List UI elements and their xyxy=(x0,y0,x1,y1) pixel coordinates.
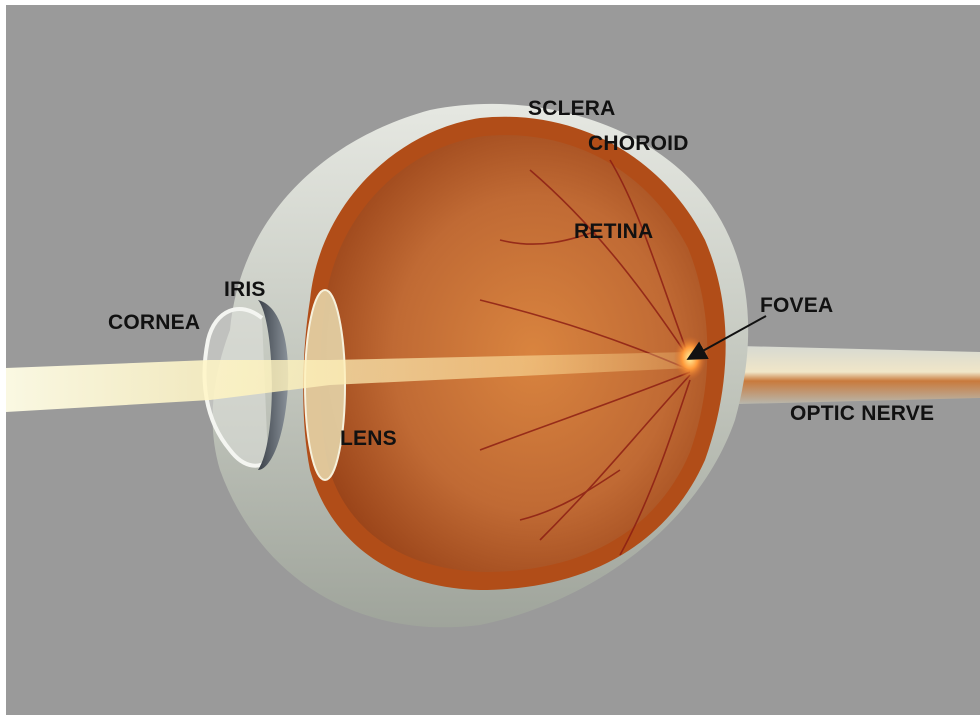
label-lens: LENS xyxy=(340,428,397,449)
label-optic-nerve: OPTIC NERVE xyxy=(790,403,934,424)
label-choroid: CHOROID xyxy=(588,133,689,154)
label-fovea: FOVEA xyxy=(760,295,833,316)
label-iris: IRIS xyxy=(224,279,266,300)
label-cornea: CORNEA xyxy=(108,312,200,333)
label-retina: RETINA xyxy=(574,221,653,242)
label-sclera: SCLERA xyxy=(528,98,616,119)
